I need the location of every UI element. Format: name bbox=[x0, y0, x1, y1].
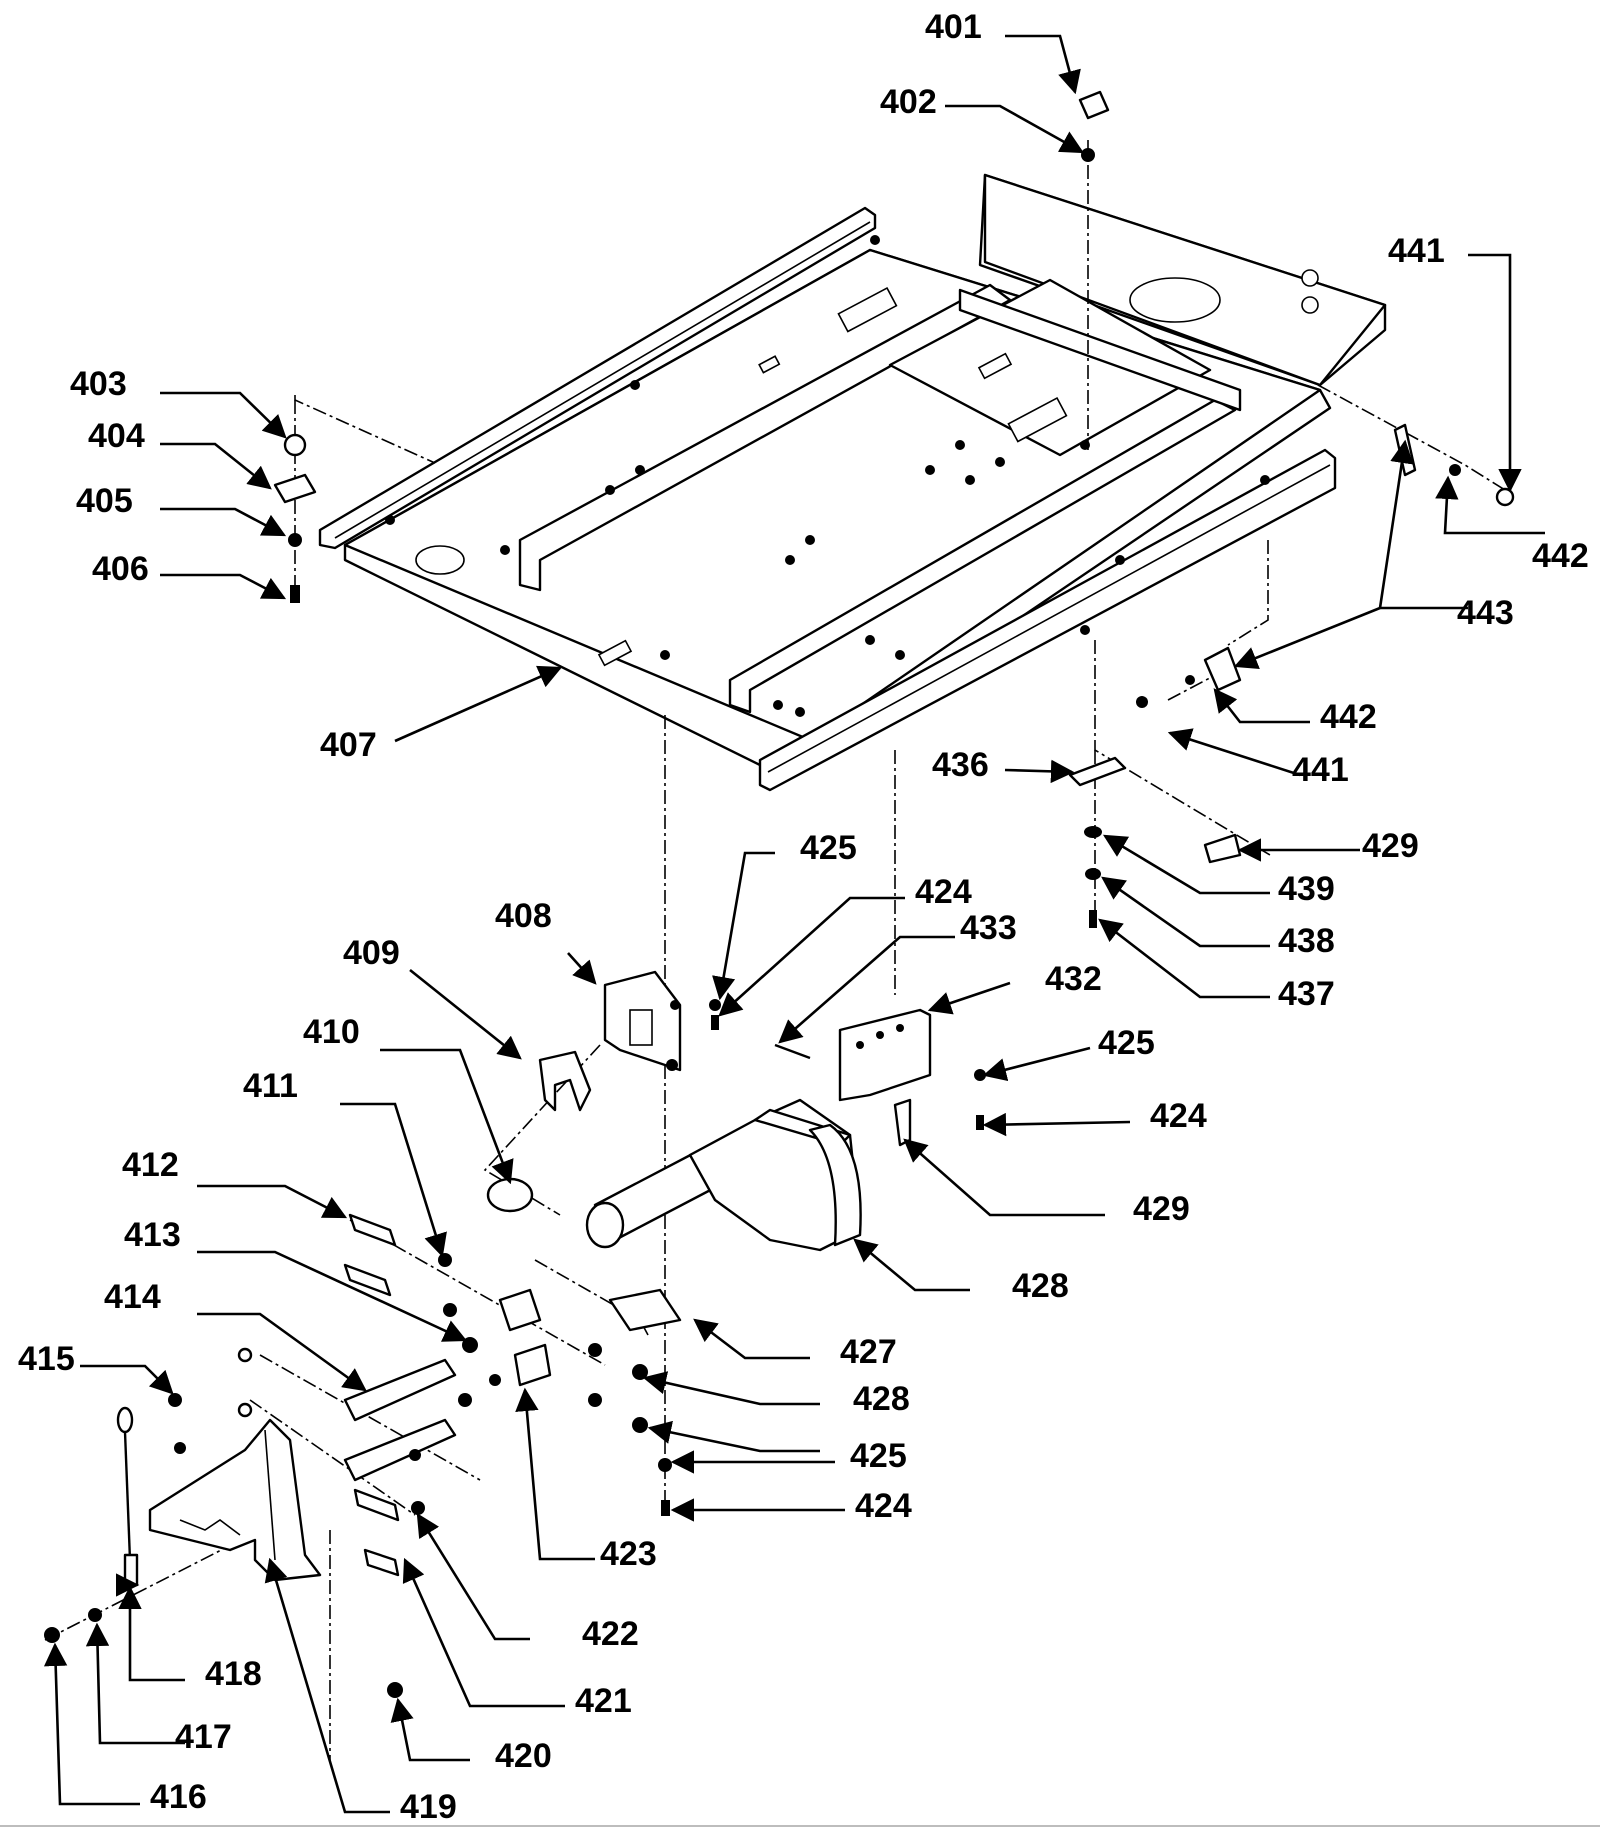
label-405: 405 bbox=[76, 482, 133, 520]
label-428-lower: 428 bbox=[853, 1380, 910, 1418]
label-424-upper: 424 bbox=[915, 873, 972, 911]
label-424-lower: 424 bbox=[855, 1487, 912, 1525]
leader-lines bbox=[43, 34, 1545, 1814]
label-415: 415 bbox=[18, 1340, 75, 1378]
label-442-lower: 442 bbox=[1320, 698, 1377, 736]
label-425-lower: 425 bbox=[850, 1437, 907, 1475]
label-401: 401 bbox=[925, 8, 982, 46]
label-419: 419 bbox=[400, 1788, 457, 1826]
label-404: 404 bbox=[88, 417, 145, 455]
label-417: 417 bbox=[175, 1718, 232, 1756]
mounting-bracket-419 bbox=[148, 1418, 322, 1582]
label-425-upper: 425 bbox=[800, 829, 857, 867]
label-441-upper: 441 bbox=[1388, 232, 1445, 270]
label-407: 407 bbox=[320, 726, 377, 764]
label-443: 443 bbox=[1457, 594, 1514, 632]
label-422: 422 bbox=[582, 1615, 639, 1653]
label-439: 439 bbox=[1278, 870, 1335, 908]
label-403: 403 bbox=[70, 365, 127, 403]
label-432: 432 bbox=[1045, 960, 1102, 998]
label-436: 436 bbox=[932, 746, 989, 784]
label-428-actuator: 428 bbox=[1012, 1267, 1069, 1305]
label-411: 411 bbox=[243, 1067, 298, 1105]
label-416: 416 bbox=[150, 1778, 207, 1816]
label-427: 427 bbox=[840, 1333, 897, 1371]
label-406: 406 bbox=[92, 550, 149, 588]
base-frame-407 bbox=[318, 173, 1387, 792]
hardware-parts bbox=[44, 90, 1515, 1698]
label-409: 409 bbox=[343, 934, 400, 972]
label-429-lower: 429 bbox=[1133, 1190, 1190, 1228]
label-418: 418 bbox=[205, 1655, 262, 1693]
part-number-labels: 401 402 403 404 405 406 407 408 409 410 … bbox=[18, 8, 1589, 1826]
label-423: 423 bbox=[600, 1535, 657, 1573]
linear-actuator-428 bbox=[585, 1098, 862, 1252]
label-408: 408 bbox=[495, 897, 552, 935]
label-424-right: 424 bbox=[1150, 1097, 1207, 1135]
label-412: 412 bbox=[122, 1146, 179, 1184]
label-437: 437 bbox=[1278, 975, 1335, 1013]
label-420: 420 bbox=[495, 1737, 552, 1775]
label-442-upper: 442 bbox=[1532, 537, 1589, 575]
label-425-right: 425 bbox=[1098, 1024, 1155, 1062]
label-441-lower: 441 bbox=[1292, 751, 1349, 789]
label-421: 421 bbox=[575, 1682, 632, 1720]
label-413: 413 bbox=[124, 1216, 181, 1254]
label-402: 402 bbox=[880, 83, 937, 121]
label-438: 438 bbox=[1278, 922, 1335, 960]
label-429-upper: 429 bbox=[1362, 827, 1419, 865]
label-410: 410 bbox=[303, 1013, 360, 1051]
label-433: 433 bbox=[960, 909, 1017, 947]
label-414: 414 bbox=[104, 1278, 161, 1316]
